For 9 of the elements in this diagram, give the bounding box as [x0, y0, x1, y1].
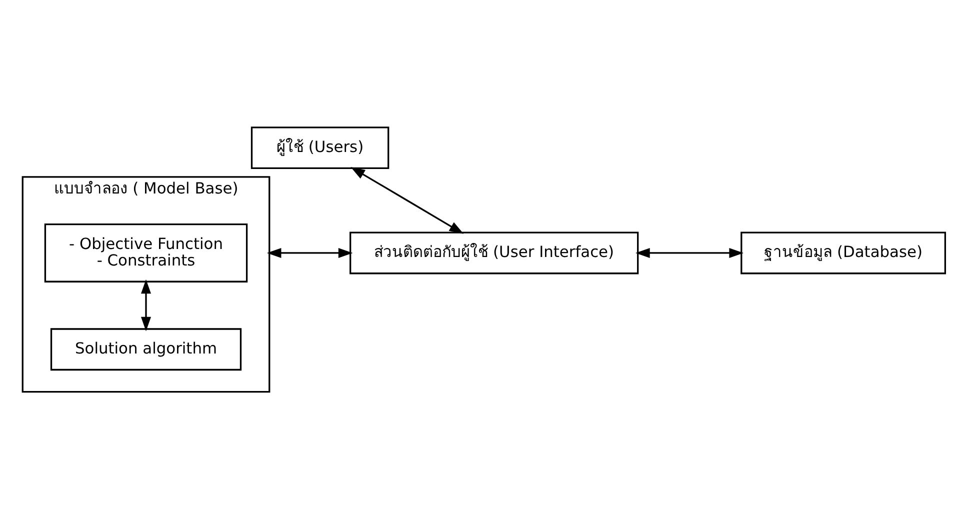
node-box: ฐานข้อมูล (Database)	[740, 231, 946, 274]
arrow	[266, 247, 353, 258]
node-box: ผู้ใช้ (Users)	[250, 126, 390, 168]
arrow	[140, 278, 152, 331]
node-box: - Objective Function - Constraints	[44, 223, 248, 282]
arrow	[636, 247, 744, 258]
arrow	[350, 166, 464, 234]
node-box: ส่วนติดต่อกับผู้ใช้ (User Interface)	[350, 231, 639, 274]
node-box: Solution algorithm	[50, 328, 242, 370]
